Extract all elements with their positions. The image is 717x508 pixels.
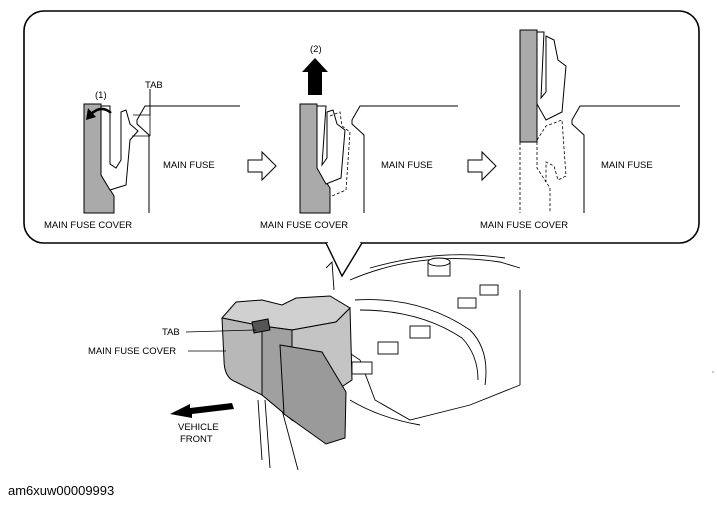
main-fuse-cover-box <box>221 295 353 445</box>
step1-number: (1) <box>95 90 107 101</box>
cover-label-2: MAIN FUSE COVER <box>260 220 348 231</box>
tab-label-top: TAB <box>145 80 163 91</box>
front-label: FRONT <box>180 434 213 445</box>
tab-leader-bottom <box>185 329 257 333</box>
vehicle-front-arrow <box>170 403 234 418</box>
cover-label-3: MAIN FUSE COVER <box>480 220 568 231</box>
step3-illustration <box>519 29 680 213</box>
step2-number: (2) <box>310 44 322 55</box>
step-arrow-2 <box>467 150 497 182</box>
cover-label-bottom: MAIN FUSE COVER <box>88 346 176 357</box>
step2-illustration <box>299 58 458 214</box>
tab-label-bottom: TAB <box>162 327 180 338</box>
main-fuse-label-2: MAIN FUSE <box>381 160 433 171</box>
step-arrow-1 <box>247 150 277 182</box>
vehicle-label: VEHICLE <box>178 422 219 433</box>
step1-illustration <box>83 89 240 214</box>
main-fuse-label-3: MAIN FUSE <box>601 160 653 171</box>
main-fuse-label-1: MAIN FUSE <box>163 160 215 171</box>
cover-label-1: MAIN FUSE COVER <box>44 220 132 231</box>
figure-id-caption: am6xuw00009993 <box>8 483 115 498</box>
